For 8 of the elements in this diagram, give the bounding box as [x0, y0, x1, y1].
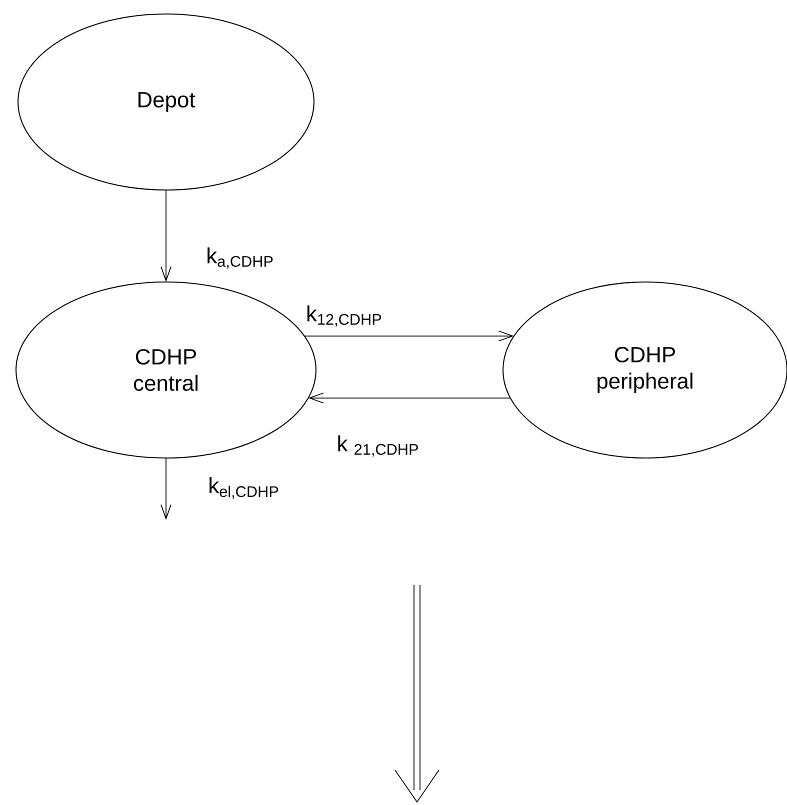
arrow: [304, 330, 514, 342]
arrow: [160, 190, 172, 282]
edge-label: k$_{el,CDHP}$: [210, 477, 278, 499]
edge-label: k $_{21,CDHP}$: [338, 435, 418, 457]
edge-label: k$_{12,CDHP}$: [307, 305, 382, 327]
arrow: [308, 392, 511, 404]
arrow: [160, 458, 172, 520]
edge-label: k$_{a,CDHP}$: [208, 247, 273, 269]
